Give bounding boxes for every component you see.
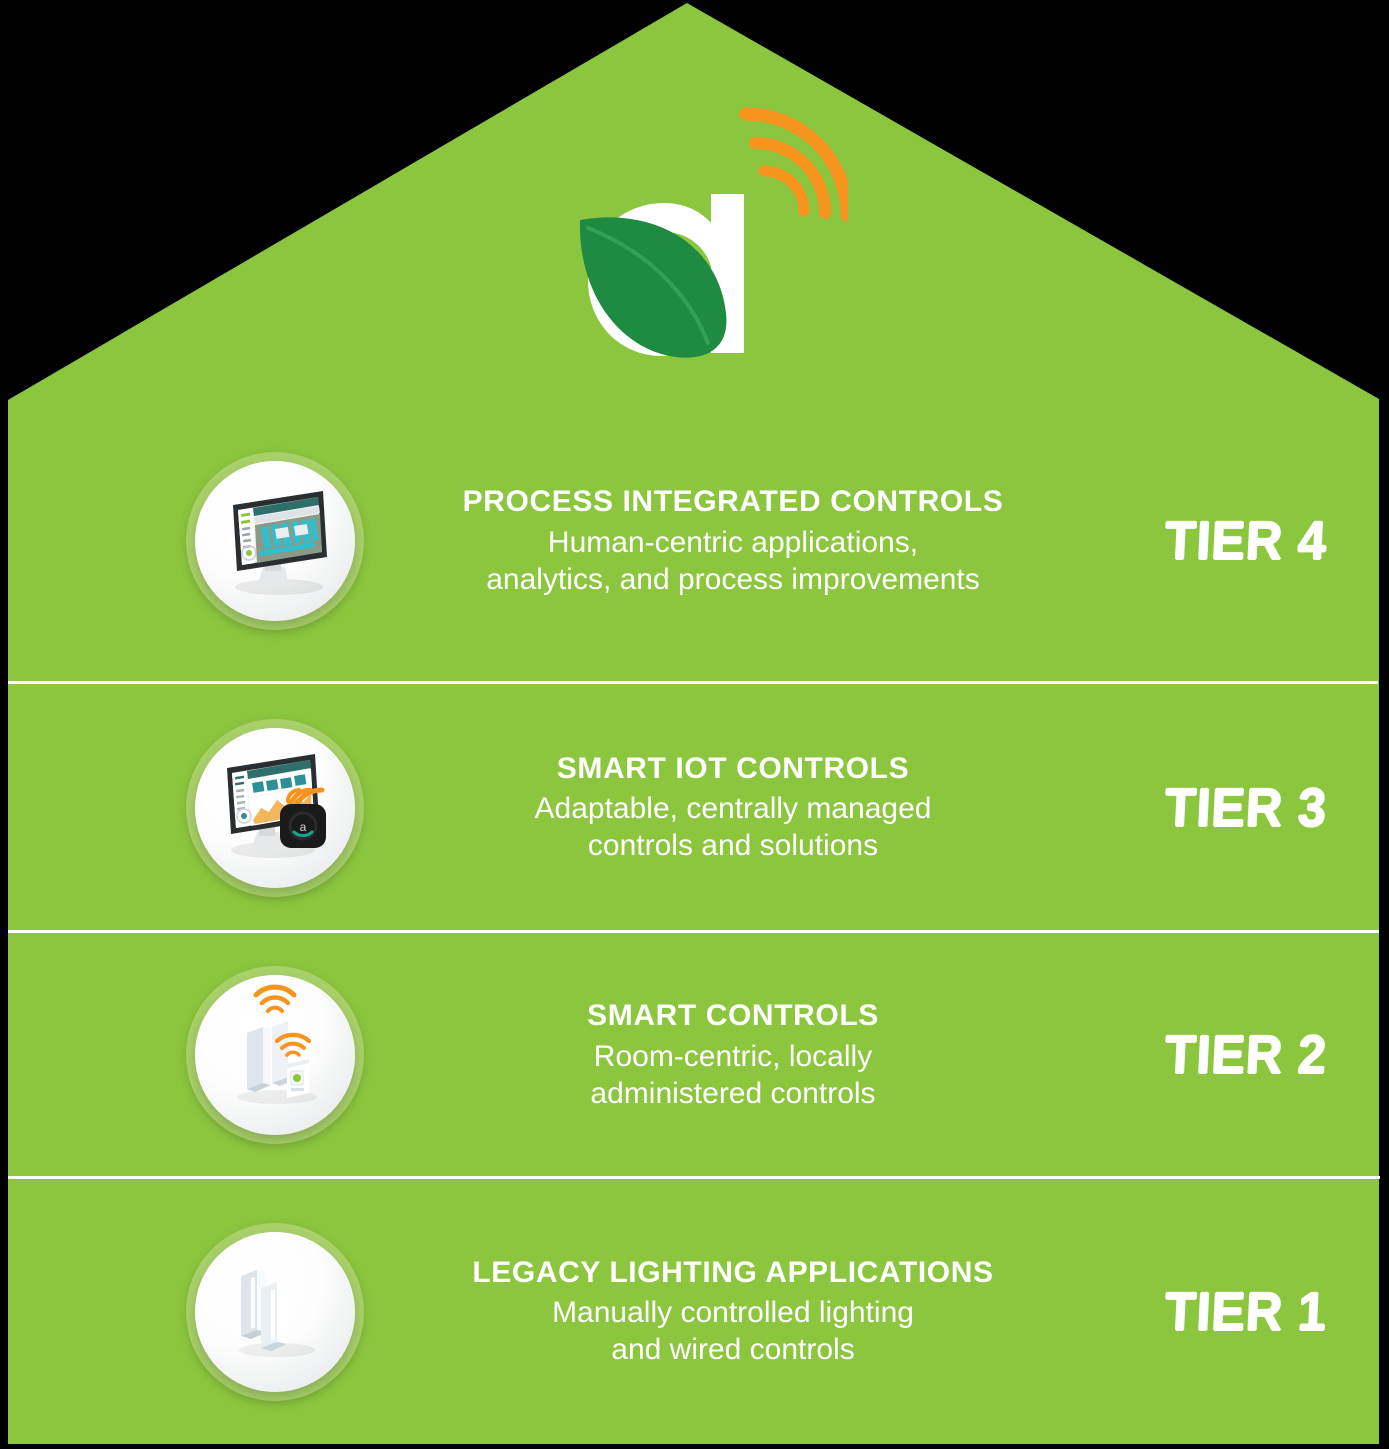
tier-4-text: PROCESS INTEGRATED CONTROLS Human-centri… bbox=[354, 484, 1112, 598]
tier-3-badge: TIER 3 bbox=[1163, 777, 1329, 838]
tier-row-1: LEGACY LIGHTING APPLICATIONS Manually co… bbox=[8, 1179, 1380, 1444]
tier-2-description-line-2: administered controls bbox=[590, 1076, 876, 1110]
desktop-monitor-floorplan-icon bbox=[195, 461, 355, 621]
tier-2-title: SMART CONTROLS bbox=[587, 999, 879, 1033]
tier-row-2: SMART CONTROLS Room-centric, locally adm… bbox=[8, 933, 1380, 1177]
tier-4-title: PROCESS INTEGRATED CONTROLS bbox=[462, 485, 1004, 519]
company-logo bbox=[579, 107, 848, 358]
tier-4-icon-medallion bbox=[186, 452, 364, 630]
tier-row-3: a SMART IOT CONTROLS Adaptable, centrall… bbox=[8, 684, 1380, 931]
light-fixtures-wifi-switch-icon bbox=[195, 975, 355, 1135]
tier-4-description-line-1: Human-centric applications, bbox=[547, 525, 919, 559]
tier-1-description-line-2: and wired controls bbox=[611, 1333, 855, 1367]
svg-text:a: a bbox=[300, 820, 307, 834]
tier-3-text: SMART IOT CONTROLS Adaptable, centrally … bbox=[354, 751, 1112, 865]
tier-2-icon-medallion bbox=[186, 966, 364, 1144]
tier-3-description-line-2: controls and solutions bbox=[587, 829, 879, 863]
tier-3-description-line-1: Adaptable, centrally managed bbox=[534, 792, 932, 825]
tier-1-text: LEGACY LIGHTING APPLICATIONS Manually co… bbox=[354, 1255, 1112, 1369]
tier-separator-4-3 bbox=[8, 681, 1378, 684]
tier-2-badge: TIER 2 bbox=[1163, 1025, 1329, 1085]
tier-3-title: SMART IOT CONTROLS bbox=[556, 751, 910, 785]
leaf-icon bbox=[579, 217, 727, 358]
tier-1-badge: TIER 1 bbox=[1163, 1281, 1329, 1342]
tier-row-4: PROCESS INTEGRATED CONTROLS Human-centri… bbox=[8, 400, 1380, 682]
desktop-monitor-gateway-wifi-icon: a bbox=[195, 728, 355, 888]
tier-4-badge: TIER 4 bbox=[1163, 511, 1329, 571]
tier-1-description-line-1: Manually controlled lighting bbox=[552, 1296, 914, 1329]
tier-4-description-line-2: analytics, and process improvements bbox=[486, 562, 980, 596]
tier-3-icon-medallion: a bbox=[186, 718, 364, 897]
light-fixtures-icon bbox=[195, 1232, 355, 1392]
tier-2-description-line-1: Room-centric, locally bbox=[593, 1039, 873, 1073]
tier-separator-2-1 bbox=[8, 1176, 1380, 1179]
tier-separator-3-2 bbox=[8, 930, 1379, 933]
tier-1-title: LEGACY LIGHTING APPLICATIONS bbox=[472, 1255, 994, 1289]
tier-1-icon-medallion bbox=[186, 1222, 364, 1401]
tier-2-text: SMART CONTROLS Room-centric, locally adm… bbox=[354, 998, 1112, 1112]
wifi-arcs-icon bbox=[739, 107, 848, 222]
